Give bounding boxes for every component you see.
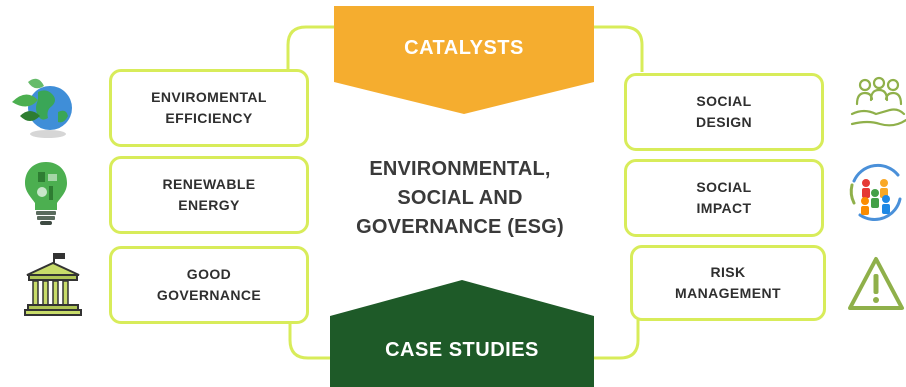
box-label-line-2: IMPACT xyxy=(696,200,752,216)
warning-triangle-icon xyxy=(848,257,904,310)
box-social-impact: SOCIAL IMPACT xyxy=(624,159,824,237)
center-title-line-1: ENVIRONMENTAL, xyxy=(369,158,551,180)
center-title-line-2: SOCIAL AND xyxy=(397,187,523,209)
center-title-line-3: GOVERNANCE (ESG) xyxy=(356,216,564,238)
box-label-line-2: ENERGY xyxy=(178,197,240,213)
box-environmental-efficiency: ENVIROMENTAL EFFICIENCY xyxy=(109,69,309,147)
catalysts-label: CATALYSTS xyxy=(404,37,524,59)
connector-bottom-left xyxy=(288,324,334,360)
box-risk-management: RISK MANAGEMENT xyxy=(630,245,826,321)
box-renewable-energy: RENEWABLE ENERGY xyxy=(109,156,309,234)
case-studies-banner-shape xyxy=(330,280,594,387)
community-cycle-icon xyxy=(849,163,902,221)
box-label-line-2: GOVERNANCE xyxy=(156,287,262,303)
box-label-line-1: ENVIROMENTAL xyxy=(151,89,267,105)
government-building-icon xyxy=(24,253,82,316)
connector-bottom-right xyxy=(594,320,640,360)
box-label-line-2: EFFICIENCY xyxy=(165,110,253,126)
box-label-line-2: DESIGN xyxy=(695,114,753,130)
box-label-line-1: SOCIAL xyxy=(696,93,752,109)
case-studies-label: CASE STUDIES xyxy=(385,339,539,361)
box-label-line-1: RENEWABLE xyxy=(162,176,256,192)
box-label-line-1: SOCIAL xyxy=(696,179,752,195)
center-title: ENVIRONMENTAL, SOCIAL AND GOVERNANCE (ES… xyxy=(330,155,590,242)
connector-top-left xyxy=(286,25,334,70)
box-social-design: SOCIAL DESIGN xyxy=(624,73,824,151)
connector-top-right xyxy=(594,25,644,72)
box-label-line-2: MANAGEMENT xyxy=(675,285,781,301)
eco-lightbulb-icon xyxy=(25,162,67,225)
box-label-line-1: GOOD xyxy=(186,266,232,282)
catalysts-banner-shape xyxy=(334,6,594,114)
people-hand-icon xyxy=(850,76,906,127)
box-good-governance: GOOD GOVERNANCE xyxy=(109,246,309,324)
box-label-line-1: RISK xyxy=(710,264,746,280)
earth-leaves-icon xyxy=(12,78,72,138)
